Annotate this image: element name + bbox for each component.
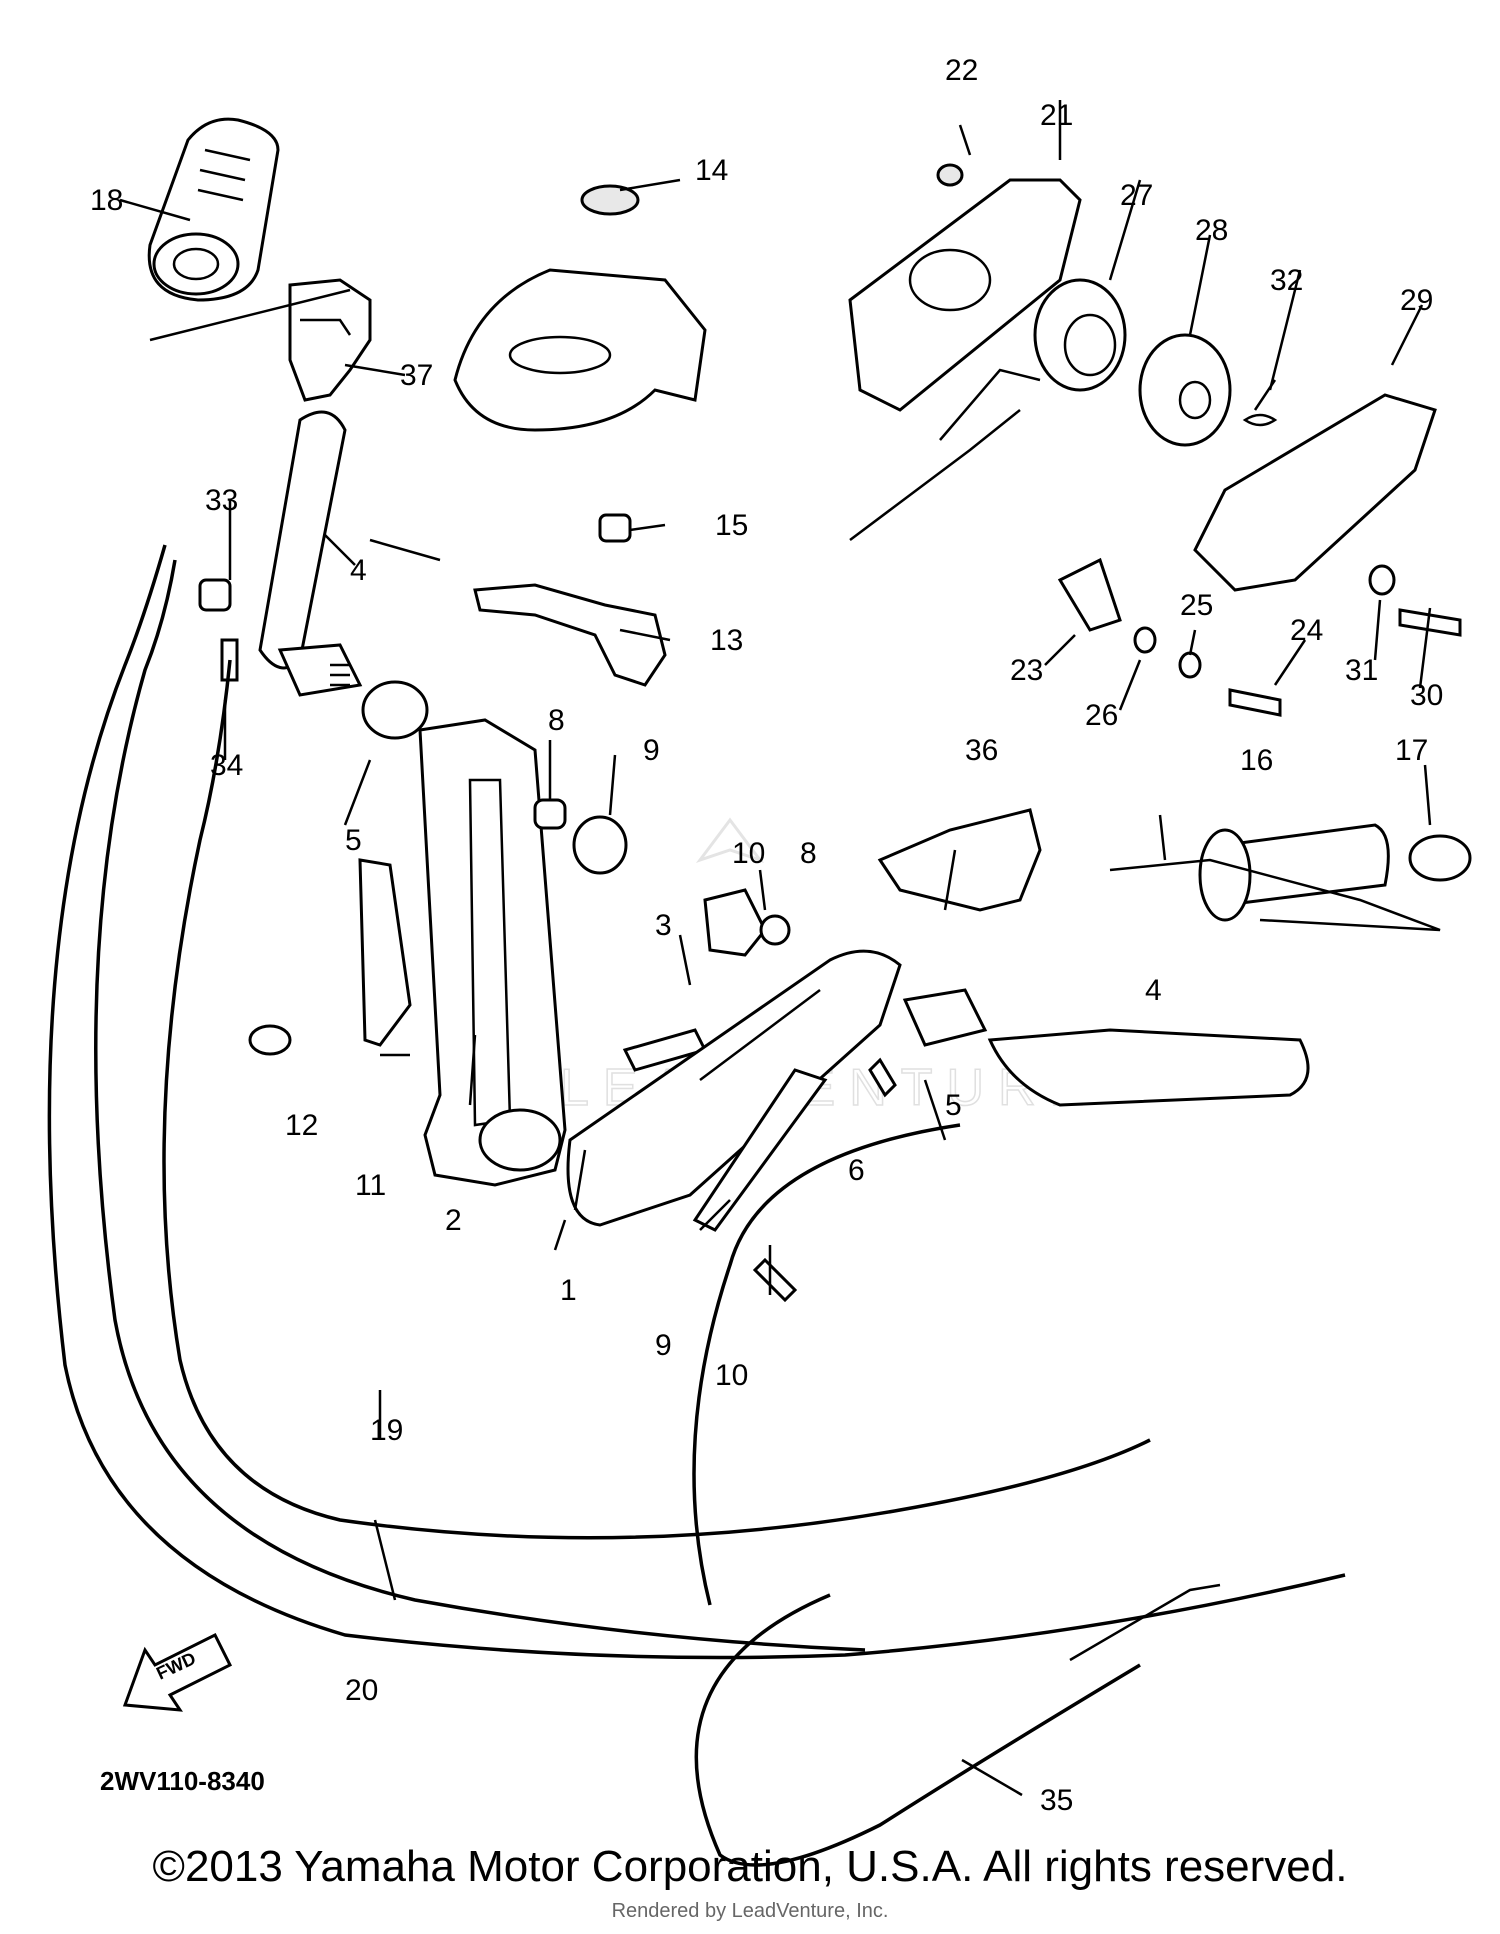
plate-9 bbox=[692, 1068, 828, 1232]
part-labels: 18 14 37 33 34 4 15 13 5 8 9 10 8 3 12 1… bbox=[90, 54, 1443, 1817]
label-21: 21 bbox=[1040, 99, 1073, 132]
label-29: 29 bbox=[1400, 284, 1433, 317]
collar-7a bbox=[533, 798, 567, 830]
label-26: 26 bbox=[1085, 699, 1118, 732]
label-7b: 8 bbox=[800, 837, 817, 870]
end-cap-17 bbox=[1408, 834, 1472, 882]
label-16: 16 bbox=[1240, 744, 1273, 777]
label-28: 28 bbox=[1195, 214, 1228, 247]
label-15: 15 bbox=[715, 509, 748, 542]
clamp-33 bbox=[198, 578, 232, 612]
grip-right-16 bbox=[1223, 823, 1390, 907]
washer-26 bbox=[1133, 626, 1157, 654]
label-3: 3 bbox=[655, 909, 672, 942]
label-2: 2 bbox=[445, 1204, 462, 1237]
label-31: 31 bbox=[1345, 654, 1378, 687]
plate-11 bbox=[358, 858, 412, 1047]
label-5a: 5 bbox=[345, 824, 362, 857]
label-1: 1 bbox=[560, 1274, 577, 1307]
switch-bracket-37 bbox=[288, 278, 372, 402]
copyright-notice: ©2013 Yamaha Motor Corporation, U.S.A. A… bbox=[152, 1842, 1348, 1891]
label-35: 35 bbox=[1040, 1784, 1073, 1817]
lever-arm-1 bbox=[566, 949, 902, 1227]
lever-arm-right-4 bbox=[987, 1028, 1310, 1107]
plate-13 bbox=[473, 583, 667, 687]
label-12: 12 bbox=[285, 1109, 318, 1142]
label-36: 36 bbox=[965, 734, 998, 767]
grip-left-18 bbox=[147, 117, 280, 302]
label-18: 18 bbox=[90, 184, 123, 217]
cable-end-35 bbox=[1069, 1583, 1221, 1662]
screw-24 bbox=[1228, 688, 1282, 717]
bushing-8a bbox=[572, 815, 628, 875]
label-8a: 9 bbox=[643, 734, 660, 767]
bracket-2 bbox=[361, 680, 567, 1187]
cover-14 bbox=[453, 184, 707, 432]
label-13: 13 bbox=[710, 624, 743, 657]
label-25: 25 bbox=[1180, 589, 1213, 622]
label-9: 9 bbox=[655, 1329, 672, 1362]
throttle-housing-21 bbox=[848, 163, 1082, 412]
label-5b: 5 bbox=[945, 1089, 962, 1122]
bracket-23 bbox=[1057, 557, 1122, 632]
screw-6 bbox=[868, 1057, 897, 1098]
label-23: 23 bbox=[1010, 654, 1043, 687]
label-34: 34 bbox=[210, 749, 243, 782]
label-10: 10 bbox=[715, 1359, 748, 1392]
label-6: 6 bbox=[848, 1154, 865, 1187]
label-37: 37 bbox=[400, 359, 433, 392]
collar-28 bbox=[1138, 333, 1232, 447]
label-24: 24 bbox=[1290, 614, 1323, 647]
bracket-36 bbox=[877, 808, 1042, 912]
cover-29 bbox=[1193, 393, 1437, 592]
label-8b: 10 bbox=[732, 837, 765, 870]
screw-10 bbox=[752, 1257, 798, 1303]
label-11: 11 bbox=[355, 1169, 386, 1202]
label-32: 32 bbox=[1270, 264, 1303, 297]
nut-25 bbox=[1178, 651, 1202, 679]
collar-7b bbox=[759, 914, 791, 946]
label-27: 27 bbox=[1120, 179, 1153, 212]
label-30: 30 bbox=[1410, 679, 1443, 712]
cables bbox=[47, 544, 1346, 1867]
washer-31 bbox=[1368, 564, 1396, 596]
fwd-arrow: FWD bbox=[122, 1632, 233, 1712]
reference-code: 2WV110-8340 bbox=[100, 1766, 265, 1796]
label-19: 19 bbox=[370, 1414, 403, 1447]
throttle-cables bbox=[849, 368, 1041, 541]
label-4a: 4 bbox=[350, 554, 367, 587]
pulley-27 bbox=[1033, 278, 1127, 392]
label-14: 14 bbox=[695, 154, 728, 187]
bushing-8b bbox=[703, 888, 767, 957]
screw-30 bbox=[1398, 608, 1462, 637]
label-7a: 8 bbox=[548, 704, 565, 737]
label-22: 22 bbox=[945, 54, 978, 87]
leader-lines bbox=[119, 100, 1441, 1797]
label-20: 20 bbox=[345, 1674, 378, 1707]
label-4b: 4 bbox=[1145, 974, 1162, 1007]
rendered-by-notice: Rendered by LeadVenture, Inc. bbox=[611, 1900, 889, 1922]
nut-15 bbox=[598, 513, 632, 543]
lever-arm-left-4 bbox=[258, 410, 363, 697]
bushing-5b bbox=[902, 988, 988, 1047]
screw-12 bbox=[248, 1024, 292, 1056]
label-17: 17 bbox=[1395, 734, 1428, 767]
label-33: 33 bbox=[205, 484, 238, 517]
